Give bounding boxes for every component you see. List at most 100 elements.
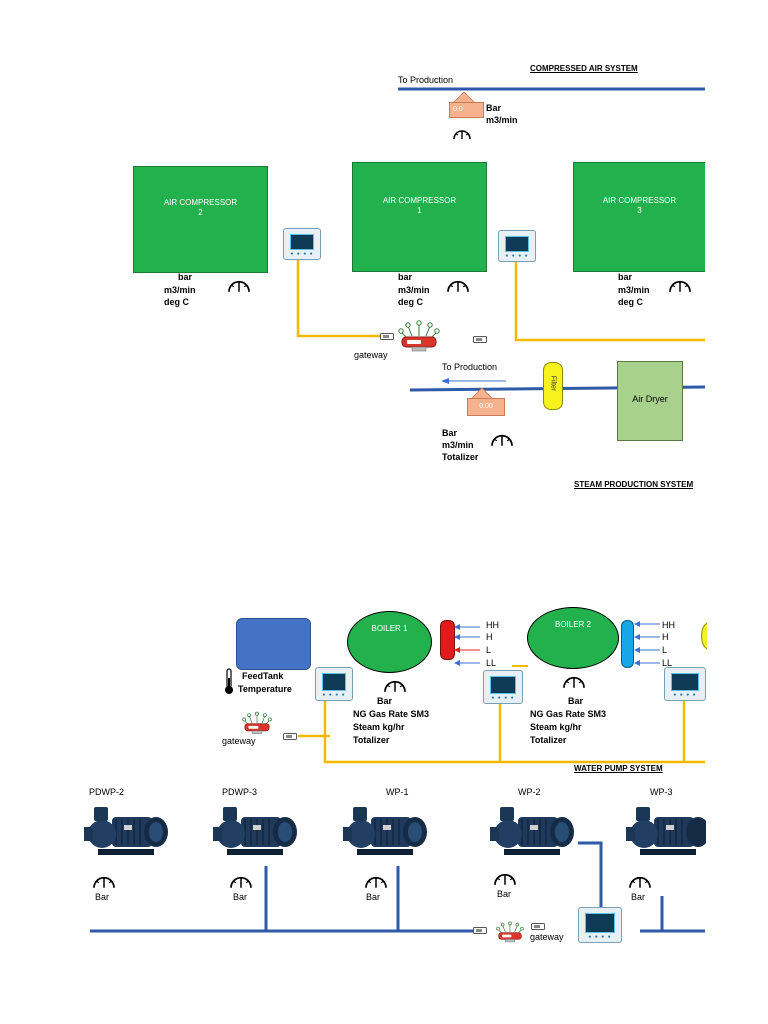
feed-tank[interactable] [236, 618, 311, 670]
to-production-label-top: To Production [398, 75, 454, 85]
comp1-reading-bar: bar [398, 272, 413, 282]
meter-value: 0.0 [449, 102, 484, 118]
cable-connector-icon [283, 733, 297, 740]
to-production-label-bottom: To Production [442, 362, 498, 372]
b2-level-h: H [662, 632, 669, 642]
b2-reading-bar: Bar [568, 696, 584, 706]
pump-label-pdwp3: PDWP-3 [222, 787, 258, 797]
boiler-2[interactable]: BOILER 2 [527, 607, 619, 669]
boiler-name: BOILER 2 [554, 620, 591, 629]
comp2-reading-flow: m3/min [164, 285, 196, 295]
b1-level-h: H [486, 632, 493, 642]
b1-reading-steam: Steam kg/hr [353, 722, 405, 732]
comp3-reading-bar: bar [618, 272, 633, 282]
pump-label-wp2: WP-2 [518, 787, 541, 797]
b1-level-l: L [486, 645, 492, 655]
air-gateway-label: gateway [354, 350, 388, 360]
hmi-panel-boiler-2[interactable]: ● ● ● ● [483, 670, 523, 704]
air-compressor-1[interactable]: AIR COMPRESSOR 1 [352, 162, 487, 272]
hmi-panel-boiler-1[interactable]: ● ● ● ● [315, 667, 353, 701]
feedtank-temp-label: Temperature [238, 684, 292, 694]
flow-arrowhead [441, 378, 449, 384]
pump-label-wp3: WP-3 [650, 787, 673, 797]
air-compressor-3[interactable]: AIR COMPRESSOR 3 [573, 162, 705, 272]
signal-wire-hmi2 [296, 260, 388, 338]
steam-system-heading: STEAM PRODUCTION SYSTEM [574, 480, 694, 489]
water-system-heading: WATER PUMP SYSTEM [574, 764, 663, 773]
gateway-router-icon[interactable] [242, 710, 272, 736]
b2-level-l: L [662, 645, 668, 655]
dryer-label: Air Dryer [632, 394, 668, 404]
cable-connector-icon [473, 927, 487, 934]
b2-reading-gas: NG Gas Rate SM3 [530, 709, 607, 719]
air-compressor-2[interactable]: AIR COMPRESSOR 2 [133, 166, 268, 273]
compressor-name: AIR COMPRESSOR [163, 198, 238, 207]
pressure-gauge-icon [494, 873, 516, 885]
wp3-reading: Bar [631, 892, 646, 902]
b2-level-hh: HH [662, 620, 675, 630]
thermometer-icon [225, 668, 233, 694]
pressure-gauge-icon [629, 876, 651, 888]
steam-gateway-label: gateway [222, 736, 256, 746]
b2-reading-total: Totalizer [530, 735, 567, 745]
boiler-name: BOILER 1 [371, 624, 408, 633]
air-dryer[interactable]: Air Dryer [617, 361, 683, 441]
wp1-reading: Bar [366, 892, 381, 902]
pressure-gauge-icon [365, 876, 387, 888]
pressure-gauge-icon [228, 280, 250, 292]
air-system-heading: COMPRESSED AIR SYSTEM [530, 64, 638, 73]
bottom-meter-unit-bar: Bar [442, 428, 458, 438]
pressure-gauge-icon [563, 676, 585, 688]
top-meter-unit-flow: m3/min [486, 115, 518, 125]
bottom-meter-unit-flow: m3/min [442, 440, 474, 450]
comp1-reading-flow: m3/min [398, 285, 430, 295]
compressor-name: AIR COMPRESSOR [602, 196, 677, 205]
level-arrows-b1 [454, 624, 480, 666]
water-pump-icon[interactable] [343, 801, 431, 863]
pdwp3-reading: Bar [233, 892, 248, 902]
gateway-router-icon[interactable] [496, 920, 524, 944]
pressure-gauge-icon [93, 876, 115, 888]
pressure-gauge-icon [491, 434, 513, 446]
compressor-number: 2 [198, 208, 203, 217]
flow-meter-bottom: 0.00 [467, 388, 505, 420]
comp2-reading-bar: bar [178, 272, 193, 282]
level-gauge-boiler-1 [440, 620, 455, 660]
comp3-reading-flow: m3/min [618, 285, 650, 295]
cable-connector-icon [380, 333, 394, 340]
wp2-reading: Bar [497, 889, 512, 899]
compressor-number: 1 [417, 206, 422, 215]
water-pump-icon[interactable] [490, 801, 578, 863]
pressure-gauge-icon [453, 130, 471, 140]
b1-level-hh: HH [486, 620, 499, 630]
signal-wire-hmi1 [514, 260, 705, 342]
hmi-panel-comp2[interactable]: ● ● ● ● [283, 228, 321, 260]
hmi-panel-boiler-3[interactable]: ● ● ● ● [664, 667, 706, 701]
flow-meter-top: 0.0 [445, 92, 484, 124]
pressure-gauge-icon [669, 280, 691, 292]
water-pump-icon[interactable] [626, 801, 706, 863]
b2-reading-steam: Steam kg/hr [530, 722, 582, 732]
b2-level-ll: LL [662, 658, 673, 668]
air-filter[interactable]: Filter [543, 362, 563, 410]
water-pump-icon[interactable] [213, 801, 301, 863]
water-pump-icon[interactable] [84, 801, 172, 863]
meter-value: 0.00 [467, 398, 505, 416]
comp1-reading-temp: deg C [398, 297, 424, 307]
hmi-panel-comp1[interactable]: ● ● ● ● [498, 230, 536, 262]
b1-reading-total: Totalizer [353, 735, 390, 745]
b1-level-ll: LL [486, 658, 497, 668]
gateway-router-icon[interactable] [398, 318, 440, 354]
feedtank-label: FeedTank [242, 671, 284, 681]
comp2-reading-temp: deg C [164, 297, 190, 307]
pump-label-pdwp2: PDWP-2 [89, 787, 125, 797]
hmi-panel-water[interactable]: ● ● ● ● [578, 907, 622, 943]
cable-connector-icon [531, 923, 545, 930]
comp3-reading-temp: deg C [618, 297, 644, 307]
pressure-gauge-icon [447, 280, 469, 292]
compressor-number: 3 [637, 206, 642, 215]
boiler-1[interactable]: BOILER 1 [347, 611, 432, 673]
pressure-gauge-icon [384, 680, 406, 692]
steam-wire-main [323, 700, 705, 764]
